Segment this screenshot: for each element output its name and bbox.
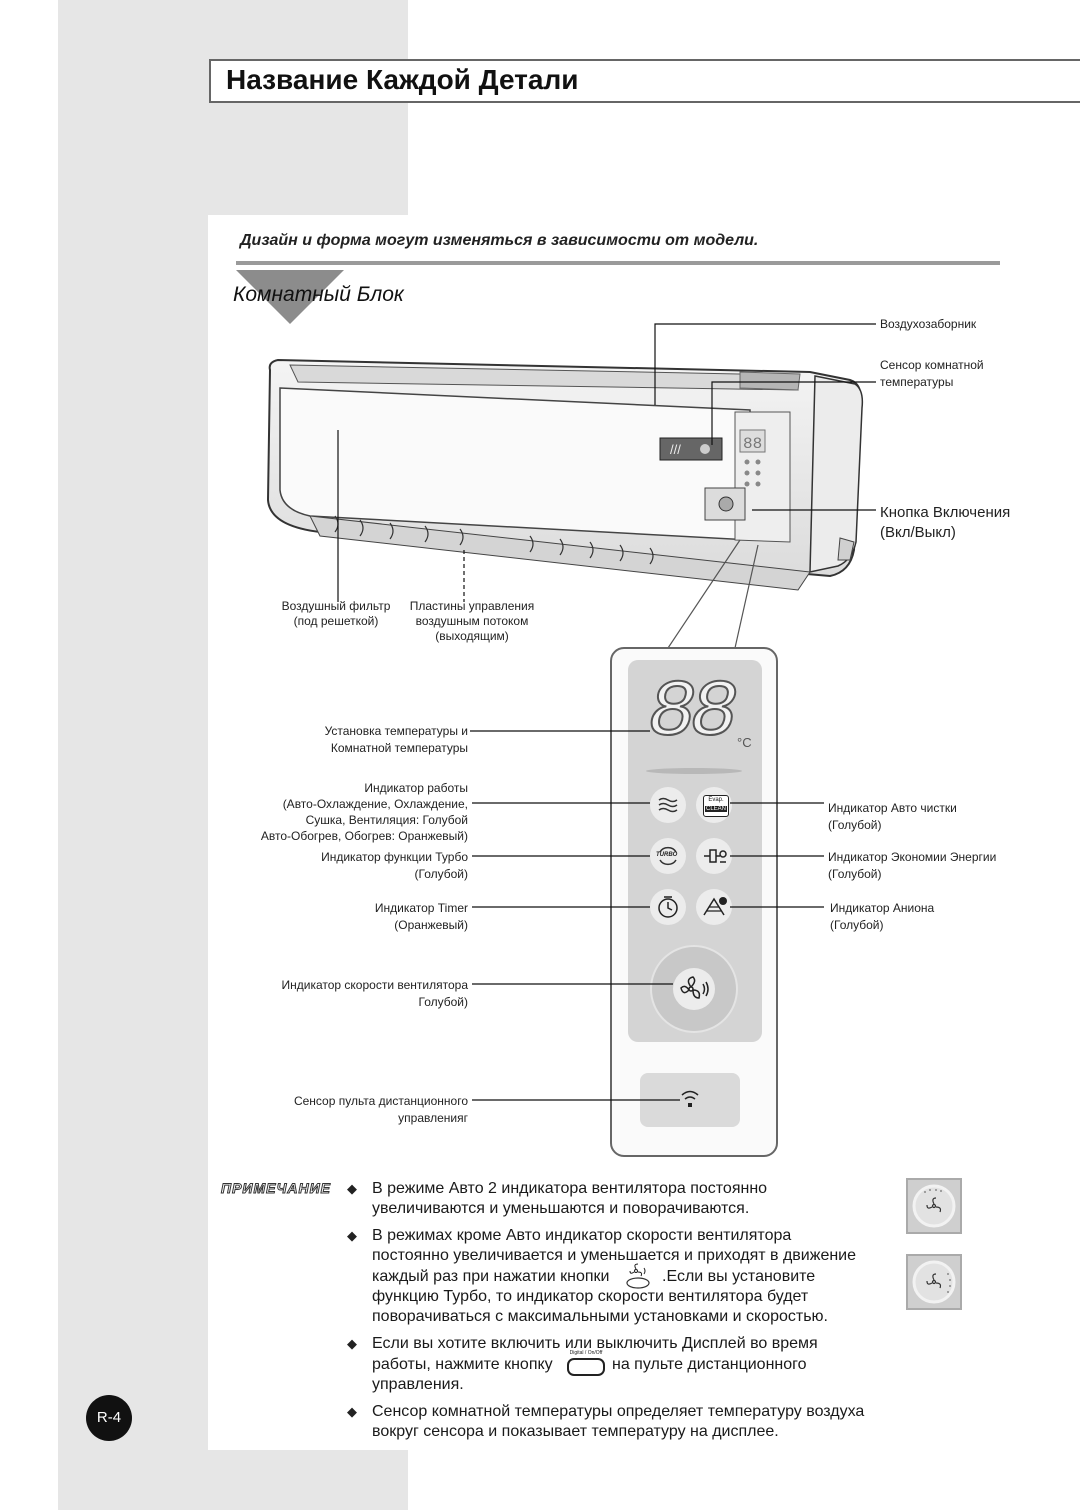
anion-icon	[696, 889, 732, 925]
label-temp-setting-line1: Установка температуры и	[324, 724, 468, 738]
model-disclaimer: Дизайн и форма могут изменяться в зависи…	[240, 232, 759, 249]
note-heading: ПРИМЕЧАНИЕ	[220, 1180, 332, 1197]
label-fan-speed-line1: Индикатор скорости вентилятора	[281, 978, 469, 992]
diamond-bullet-icon: ◆	[347, 1228, 357, 1243]
svg-text:88: 88	[743, 435, 762, 453]
label-room-sensor-line2: температуры	[880, 375, 954, 389]
wave-mode-icon	[650, 787, 686, 823]
clean-text: CLEAN	[704, 806, 727, 812]
digital-onoff-text: Digital / On/Off	[569, 1350, 603, 1356]
section-rule	[236, 261, 1000, 265]
label-airflow-plates-line1: Пластины управления	[409, 599, 535, 613]
label-timer-line2: (Оранжевый)	[394, 918, 468, 932]
note-1-line2: увеличиваются и уменьшаются и поворачива…	[372, 1200, 750, 1217]
note-2-line1: В режимах кроме Авто индикатор скорости …	[372, 1227, 792, 1244]
note-2-line4: функцию Турбо, то индикатор скорости вен…	[372, 1288, 809, 1305]
label-air-filter-line1: Воздушный фильтр	[281, 599, 391, 613]
label-operation-line2: (Авто-Охлаждение, Охлаждение,	[282, 797, 468, 811]
fan-indicator-thumbnail-1	[906, 1178, 962, 1234]
label-anion-line1: Индикатор Аниона	[830, 901, 935, 915]
label-remote-sensor-line2: управленияг	[398, 1111, 468, 1125]
label-airflow-plates-line2: воздушным потоком	[415, 614, 529, 628]
label-energy-line1: Индикатор Экономии Энергии	[828, 850, 997, 864]
note-3-line3: управления.	[372, 1376, 464, 1393]
label-temp-setting-line2: Комнатной температуры	[330, 741, 468, 755]
evap-clean-icon: Evap. CLEAN	[703, 795, 729, 817]
section-marker-triangle	[236, 270, 344, 324]
label-remote-sensor-line1: Сенсор пульта дистанционного	[293, 1094, 468, 1108]
label-air-intake: Воздухозаборник	[880, 317, 977, 331]
note-2-line3a: каждый раз при нажатии кнопки	[372, 1268, 610, 1285]
label-energy-line2: (Голубой)	[828, 867, 882, 881]
label-room-sensor-line1: Сенсор комнатной	[880, 358, 984, 372]
label-operation-line1: Индикатор работы	[364, 781, 468, 795]
label-fan-speed-line2: Голубой)	[418, 995, 469, 1009]
label-anion-line2: (Голубой)	[830, 918, 884, 932]
panel-leader-lines	[470, 730, 824, 1101]
label-air-filter-line2: (под решеткой)	[293, 614, 379, 628]
label-timer-line1: Индикатор Timer	[374, 901, 468, 915]
note-4-line1: Сенсор комнатной температуры определяет …	[372, 1403, 865, 1420]
title-box	[209, 59, 1080, 103]
svg-text:///: ///	[670, 442, 681, 457]
note-3-line2b: на пульте дистанционного	[612, 1356, 807, 1373]
note-3-line2a: работы, нажмите кнопку	[372, 1356, 553, 1373]
fan-icon	[673, 968, 715, 1010]
temp-unit: °C	[737, 735, 752, 750]
panel-divider	[646, 768, 742, 774]
note-2-line3b: .Если вы установите	[662, 1268, 816, 1285]
label-auto-clean-line2: (Голубой)	[828, 818, 882, 832]
turbo-icon	[650, 838, 686, 874]
page-title: Название Каждой Детали	[226, 64, 579, 95]
unit-leader-lines	[654, 323, 876, 649]
diamond-bullet-icon: ◆	[347, 1336, 357, 1351]
digital-onoff-button-icon: Digital / On/Off	[565, 1350, 607, 1378]
page-number-badge: R-4	[86, 1395, 132, 1441]
indoor-unit-illustration: /// 88	[266, 358, 864, 602]
diamond-bullet-icon: ◆	[347, 1181, 357, 1196]
evap-text: Evap.	[708, 797, 724, 803]
label-power-button-line1: Кнопка Включения	[880, 504, 1011, 521]
section-title: Комнатный Блок	[233, 283, 404, 306]
energy-plug-icon	[696, 838, 732, 874]
label-power-button-line2: (Вкл/Выкл)	[880, 524, 956, 541]
label-airflow-plates-line3: (выходящим)	[435, 629, 509, 643]
note-4-line2: вокруг сенсора и показывает температуру …	[372, 1423, 779, 1440]
timer-icon	[650, 889, 686, 925]
wireless-sensor-icon	[681, 1090, 699, 1107]
note-2-line2: постоянно увеличивается и уменьшается и …	[372, 1247, 857, 1264]
diamond-bullet-icon: ◆	[347, 1404, 357, 1419]
note-3-line1: Если вы хотите включить или выключить Ди…	[372, 1335, 818, 1352]
note-2-line5: поворачиваться с максимальными установка…	[372, 1308, 828, 1325]
turbo-text: TURBO	[656, 852, 678, 858]
temperature-display: 88	[647, 667, 739, 760]
note-1-line1: В режиме Авто 2 индикатора вентилятора п…	[372, 1180, 768, 1197]
label-turbo-line1: Индикатор функции Турбо	[321, 850, 468, 864]
label-operation-line3: Сушка, Вентиляция: Голубой	[305, 813, 468, 827]
label-auto-clean-line1: Индикатор Авто чистки	[828, 801, 957, 815]
fan-indicator-thumbnail-2	[906, 1254, 962, 1310]
label-turbo-line2: (Голубой)	[414, 867, 468, 881]
label-operation-line4: Авто-Обогрев, Обогрев: Оранжевый)	[260, 829, 468, 843]
fan-icon	[625, 1263, 651, 1289]
